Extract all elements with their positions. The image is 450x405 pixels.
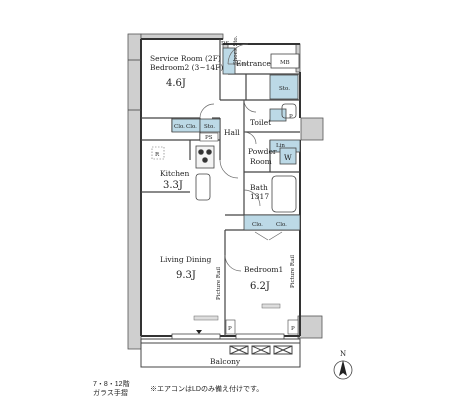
picture-rail-right-label: Picture Rail: [290, 255, 296, 288]
shoes-storage-label: Shoes Sto.: [233, 35, 239, 65]
bath-label: Bath: [250, 183, 268, 192]
p-right-box: [287, 319, 299, 335]
ps-box: [199, 132, 219, 142]
mb-label: MB: [280, 60, 290, 66]
service-room-area: 4.6J: [166, 78, 186, 89]
powder-room-line2: Room: [250, 157, 272, 166]
closet-left-1-label: Clo.: [174, 124, 185, 130]
ds-label: DS: [221, 41, 229, 47]
living-dining-area: 9.3J: [176, 270, 196, 281]
washer-label: W: [284, 153, 292, 162]
bedroom1-area: 6.2J: [250, 281, 270, 292]
bath-size: 1317: [250, 192, 269, 201]
compass-icon: N: [333, 350, 353, 380]
toilet-label: Toilet: [250, 118, 271, 127]
mb-box: [270, 53, 300, 69]
p-toilet-label: P: [289, 114, 293, 120]
linen-label: Lin: [276, 143, 285, 149]
closet-left-2-label: Clo.: [186, 124, 197, 130]
p-left-box: [225, 319, 236, 335]
bedroom-closet-1-label: Clo.: [252, 222, 263, 228]
doors: [199, 43, 283, 272]
balcony: [140, 338, 301, 368]
living-dining-label: Living Dining: [160, 255, 212, 264]
bedroom-closet-2-label: Clo.: [276, 222, 287, 228]
powder-room-line1: Powder: [248, 147, 277, 156]
p-left-label: P: [228, 326, 232, 332]
small-storage-label: Sto.: [204, 124, 215, 130]
bedroom-heater: [261, 303, 281, 309]
storage-fixtures: [171, 47, 301, 231]
ps-label: PS: [205, 135, 213, 141]
appliances: [195, 103, 297, 213]
picture-rail-left-label: Picture Rail: [216, 267, 222, 300]
p-right-label: P: [291, 326, 295, 332]
fridge-space: [151, 146, 165, 160]
hall-label: Hall: [224, 128, 240, 137]
fridge-label: R: [155, 152, 160, 158]
service-room-subtitle: Bedroom2 (3~14F): [150, 63, 223, 72]
aircon-note: ※エアコンはLDのみ備え付けです。: [150, 384, 263, 393]
storage-label: Sto.: [279, 86, 290, 92]
bedroom1-label: Bedroom1: [244, 265, 283, 274]
kitchen-area: 3.3J: [163, 180, 183, 191]
floor-heater: [193, 315, 219, 321]
compass-label: N: [340, 350, 346, 358]
balcony-label: Balcony: [210, 357, 241, 366]
entrance-label: Entrance: [236, 59, 271, 68]
entry-marker-icon: [196, 330, 202, 334]
glass-rail-note-line2: ガラス手摺: [93, 388, 128, 397]
kitchen-label: Kitchen: [160, 169, 189, 178]
glass-rail-note-line1: 7・8・12階: [93, 379, 130, 388]
service-room-title: Service Room (2F): [150, 54, 221, 63]
